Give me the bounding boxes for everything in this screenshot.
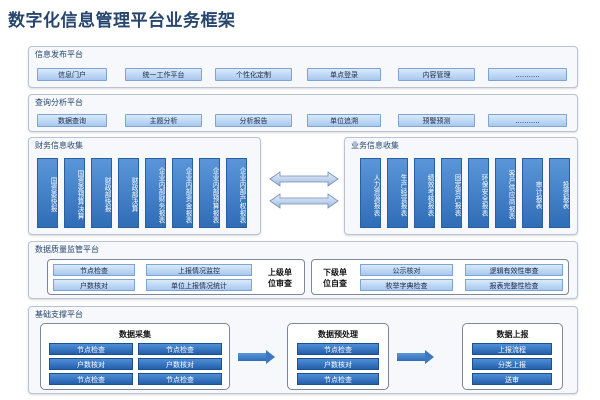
data-collect-title: 数据采集 xyxy=(119,330,151,339)
data-preprocess-item[interactable]: 节点检查 xyxy=(297,373,379,385)
query-platform-panel: 查询分析平台 数据查询 主题分析 分析报告 单位追溯 预警预测 ........… xyxy=(28,94,578,132)
data-collect-item[interactable]: 节点检查 xyxy=(49,373,133,385)
data-report-title: 数据上报 xyxy=(496,330,529,339)
exchange-arrows xyxy=(269,171,339,209)
publish-item[interactable]: 内容管理 xyxy=(398,68,475,81)
query-item[interactable]: 预警预测 xyxy=(398,114,475,127)
flow-arrowhead-icon xyxy=(425,350,434,364)
upper-review-box: 节点检查 上报情况监控 户数核对 单位上报情况统计 上级单 位审查 xyxy=(47,259,305,295)
data-collect-item[interactable]: 户数核对 xyxy=(49,358,133,370)
flow-arrow-icon xyxy=(397,353,425,361)
finance-item[interactable]: 企业内部财务报表 xyxy=(145,158,166,228)
finance-collect-label: 财务信息收集 xyxy=(35,141,83,150)
upper-review-item[interactable]: 节点检查 xyxy=(53,264,135,276)
page-title: 数字化信息管理平台业务框架 xyxy=(8,11,236,31)
query-item[interactable]: 单位追溯 xyxy=(307,114,381,127)
query-item[interactable]: 主题分析 xyxy=(125,114,202,127)
finance-item[interactable]: 财政部决算 xyxy=(118,158,139,228)
upper-review-item[interactable]: 单位上报情况统计 xyxy=(146,279,252,291)
upper-review-label: 上级单 位审查 xyxy=(268,268,292,288)
data-collect-item[interactable]: 节点检查 xyxy=(49,343,133,355)
business-item[interactable]: 人力资源报表 xyxy=(360,158,381,228)
publish-item[interactable]: 统一工作平台 xyxy=(125,68,202,81)
finance-item[interactable]: 企业内部产权报表 xyxy=(226,158,247,228)
upper-review-item[interactable]: 户数核对 xyxy=(53,279,135,291)
publish-platform-panel: 信息发布平台 信息门户 统一工作平台 个性化定制 单点登录 内容管理 .....… xyxy=(28,46,578,88)
finance-item[interactable]: 国资委预算决算 xyxy=(64,158,85,228)
quality-platform-panel: 数据质量监管平台 节点检查 上报情况监控 户数核对 单位上报情况统计 上级单 位… xyxy=(28,241,578,299)
finance-item[interactable]: 企业内部资金报表 xyxy=(172,158,193,228)
publish-platform-label: 信息发布平台 xyxy=(35,50,83,59)
data-report-item[interactable]: 送审 xyxy=(472,373,552,385)
business-item[interactable]: 投资报表 xyxy=(549,158,570,228)
data-collect-box: 数据采集 节点检查 节点检查 户数核对 户数核对 节点检查 节点检查 xyxy=(40,323,230,390)
data-report-box: 数据上报 上报流程 分类上报 送审 xyxy=(462,323,563,390)
lower-selfcheck-label: 下级单 位自查 xyxy=(323,268,347,288)
business-item[interactable]: 审计报表 xyxy=(522,158,543,228)
lower-selfcheck-item[interactable]: 报表完整性检查 xyxy=(465,279,563,291)
business-collect-panel: 业务信息收集 人力资源报表 生产经营报表 绩效考核报表 固定资产报表 环保安全报… xyxy=(344,137,578,235)
double-arrow-icon xyxy=(269,193,339,209)
business-item[interactable]: 生产经营报表 xyxy=(387,158,408,228)
business-item[interactable]: 固定资产报表 xyxy=(441,158,462,228)
upper-review-item[interactable]: 上报情况监控 xyxy=(146,264,252,276)
data-report-item[interactable]: 分类上报 xyxy=(472,358,552,370)
query-item[interactable]: 数据查询 xyxy=(37,114,107,127)
business-collect-label: 业务信息收集 xyxy=(351,141,399,150)
publish-item[interactable]: 信息门户 xyxy=(37,68,107,81)
support-platform-panel: 基础支撑平台 数据采集 节点检查 节点检查 户数核对 户数核对 节点检查 节点检… xyxy=(28,306,578,394)
lower-selfcheck-item[interactable]: 枚举字典检查 xyxy=(360,279,453,291)
business-item[interactable]: 环保安全报表 xyxy=(468,158,489,228)
data-preprocess-item[interactable]: 节点检查 xyxy=(297,343,379,355)
double-arrow-icon xyxy=(269,171,339,187)
lower-selfcheck-item[interactable]: 公示核对 xyxy=(360,264,453,276)
data-collect-item[interactable]: 户数核对 xyxy=(138,358,222,370)
data-collect-item[interactable]: 节点检查 xyxy=(138,343,222,355)
support-platform-label: 基础支撑平台 xyxy=(35,310,83,319)
query-platform-label: 查询分析平台 xyxy=(35,98,83,107)
lower-selfcheck-item[interactable]: 逻辑有效性审查 xyxy=(465,264,563,276)
data-preprocess-item[interactable]: 户数核对 xyxy=(297,358,379,370)
quality-platform-label: 数据质量监管平台 xyxy=(35,245,99,254)
finance-item[interactable]: 企业内部预算报表 xyxy=(199,158,220,228)
data-report-item[interactable]: 上报流程 xyxy=(472,343,552,355)
lower-selfcheck-box: 下级单 位自查 公示核对 逻辑有效性审查 枚举字典检查 报表完整性检查 xyxy=(311,259,569,295)
finance-item[interactable]: 国资委快报 xyxy=(37,158,58,228)
data-preprocess-title: 数据预处理 xyxy=(318,330,358,339)
publish-item[interactable]: 个性化定制 xyxy=(215,68,292,81)
business-item[interactable]: 客户供应商报表 xyxy=(495,158,516,228)
data-preprocess-box: 数据预处理 节点检查 户数核对 节点检查 xyxy=(287,323,389,390)
data-collect-item[interactable]: 节点检查 xyxy=(138,373,222,385)
flow-arrowhead-icon xyxy=(266,350,275,364)
finance-item[interactable]: 财政部快报 xyxy=(91,158,112,228)
query-item[interactable]: 分析报告 xyxy=(215,114,292,127)
publish-item[interactable]: ........... xyxy=(488,68,567,81)
publish-item[interactable]: 单点登录 xyxy=(307,68,381,81)
finance-collect-panel: 财务信息收集 国资委快报 国资委预算决算 财政部快报 财政部决算 企业内部财务报… xyxy=(28,137,261,235)
business-item[interactable]: 绩效考核报表 xyxy=(414,158,435,228)
query-item[interactable]: ........... xyxy=(488,114,567,127)
flow-arrow-icon xyxy=(238,353,266,361)
